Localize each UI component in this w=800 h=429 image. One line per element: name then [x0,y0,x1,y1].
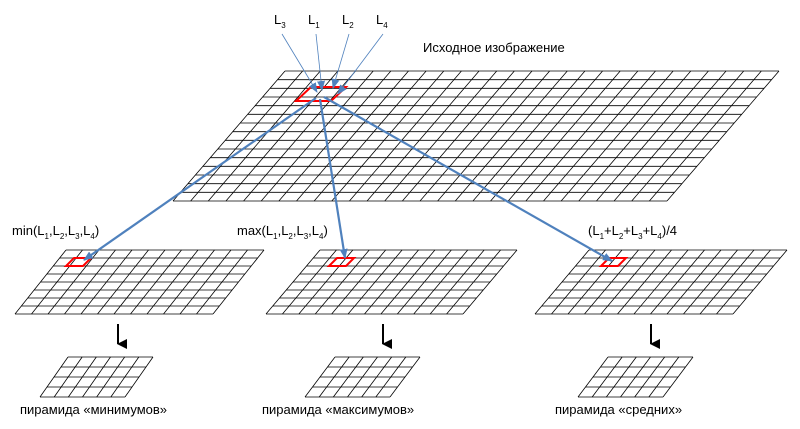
down-arrows [117,324,660,349]
label-l1: L1 [308,12,320,30]
avg-highlight-cell [598,257,629,267]
avg-arrow [323,96,613,262]
l4-connector [337,33,384,95]
source-image-label: Исходное изображение [423,40,565,55]
max-arrow [318,98,348,259]
min-pyramid-caption: пирамида «минимумов» [20,402,167,417]
min-level-grid [14,249,265,315]
max-level-grid [265,249,518,315]
min-pyramid-small-grid [39,356,154,398]
avg-pyramid-small-grid [577,356,694,398]
l3-connector [281,33,318,93]
l1-connector [315,33,326,91]
min-arrow [83,97,317,261]
label-l4: L4 [376,12,388,30]
max-highlight-cell [326,257,357,267]
min-formula: min(L1,L2,L3,L4) [12,223,99,241]
label-l2: L2 [342,12,354,30]
max-pyramid-small-grid [304,356,421,398]
max-formula: max(L1,L2,L3,L4) [237,223,328,241]
source-image-grid [172,70,780,202]
l2-connector [331,33,350,89]
label-connectors [281,33,384,95]
avg-formula: (L1+L2+L3+L4)/4 [588,223,677,241]
label-l3: L3 [274,12,286,30]
projection-arrows [83,96,613,262]
avg-pyramid-caption: пирамида «средних» [555,402,682,417]
max-pyramid-caption: пирамида «максимумов» [262,402,414,417]
avg-level-grid [534,249,788,315]
